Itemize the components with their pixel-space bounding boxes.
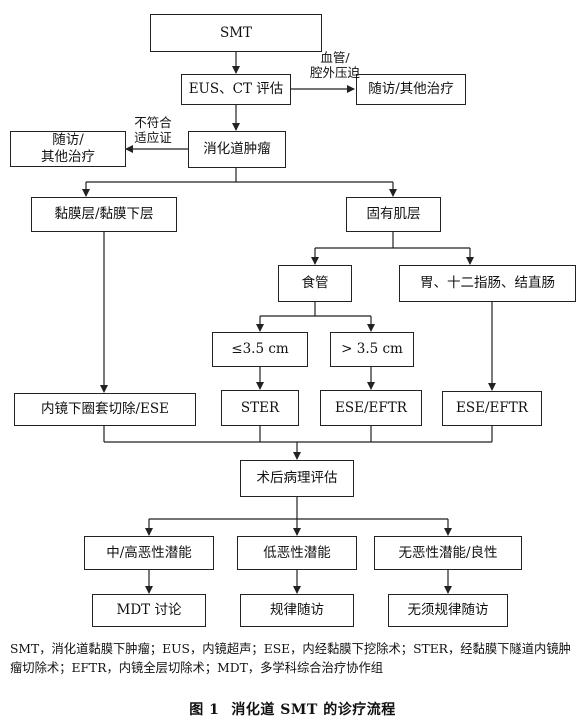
node-le35: ≤3.5 cm xyxy=(212,332,308,367)
node-none-benign: 无恶性潜能/良性 xyxy=(374,536,522,570)
edge-label-not-indicated: 不符合 适应证 xyxy=(118,115,188,145)
figure-title-text: 消化道 SMT 的诊疗流程 xyxy=(231,702,396,718)
figure-title: 图 1 消化道 SMT 的诊疗流程 xyxy=(0,699,585,719)
node-smt: SMT xyxy=(150,14,322,52)
edge-label-not-indicated-line1: 不符合 xyxy=(134,115,172,130)
node-followup-left-line1: 随访/ xyxy=(52,132,84,148)
node-followup-other-top: 随访/其他治疗 xyxy=(356,74,466,105)
node-esophagus: 食管 xyxy=(278,265,352,302)
edge-label-not-indicated-line2: 适应证 xyxy=(134,130,172,145)
edge-label-vascular: 血管/ 腔外压迫 xyxy=(290,50,380,80)
node-mucosa-layer: 黏膜层/黏膜下层 xyxy=(31,197,177,232)
figure-number: 图 1 xyxy=(189,702,220,718)
flowchart-connectors xyxy=(82,52,496,594)
node-muscularis-layer: 固有肌层 xyxy=(346,197,441,232)
node-followup-other-left: 随访/ 其他治疗 xyxy=(10,131,126,167)
node-ster: STER xyxy=(221,390,299,426)
node-post-path: 术后病理评估 xyxy=(240,460,354,497)
figure-note: SMT，消化道黏膜下肿瘤；EUS，内镜超声；ESE，内经黏膜下挖除术；STER，… xyxy=(10,642,571,675)
node-ese-eftr-right: ESE/EFTR xyxy=(442,391,542,426)
node-gt35: > 3.5 cm xyxy=(330,332,414,367)
node-mdt: MDT 讨论 xyxy=(92,594,206,627)
node-stomach-duo-colon: 胃、十二指肠、结直肠 xyxy=(399,265,576,302)
node-regular-followup: 规律随访 xyxy=(240,594,354,627)
node-ese-eftr-mid: ESE/EFTR xyxy=(320,390,422,426)
node-low: 低恶性潜能 xyxy=(237,536,357,570)
edge-label-vascular-line2: 腔外压迫 xyxy=(309,65,360,80)
node-git-tumor: 消化道肿瘤 xyxy=(188,131,286,168)
node-no-regular-followup: 无须规律随访 xyxy=(388,594,508,627)
node-followup-left-line2: 其他治疗 xyxy=(41,149,95,165)
node-endo-snare-ese: 内镜下圈套切除/ESE xyxy=(14,393,196,426)
flowchart: SMT EUS、CT 评估 随访/其他治疗 随访/ 其他治疗 消化道肿瘤 黏膜层… xyxy=(10,14,576,627)
edge-label-vascular-line1: 血管/ xyxy=(320,50,350,65)
node-eus-ct: EUS、CT 评估 xyxy=(181,74,291,105)
node-mid-high: 中/高恶性潜能 xyxy=(84,536,214,570)
